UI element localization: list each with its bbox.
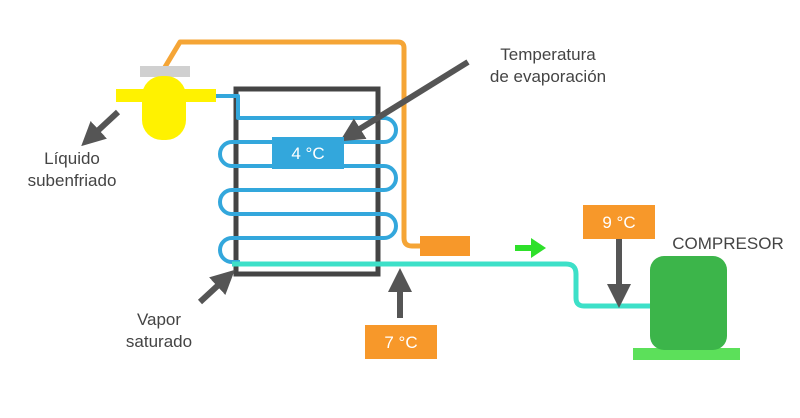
compressor-base	[633, 348, 740, 360]
label-vapor-line2: saturado	[126, 332, 192, 351]
compressor	[633, 256, 740, 360]
pointer-arrow-liquid	[81, 109, 121, 147]
sensor-bulb	[420, 236, 470, 256]
valve-body	[142, 76, 186, 140]
suction-line	[232, 261, 650, 309]
evaporator-readout-box	[272, 137, 344, 169]
suction-readout: 7 °C	[365, 325, 437, 359]
flow-arrow	[515, 238, 546, 258]
suction-readout-text: 7 °C	[384, 333, 417, 352]
suction-readout-box	[365, 325, 437, 359]
evaporator-readout: 4 °C	[272, 137, 344, 169]
label-evap-temp-line2: de evaporación	[490, 67, 606, 86]
compressor-readout-box	[583, 205, 655, 239]
pointer-arrow-evaporation	[339, 59, 470, 142]
expansion-valve	[116, 66, 216, 140]
liquid-line	[159, 39, 424, 249]
evaporator-readout-text: 4 °C	[291, 144, 324, 163]
label-liquid-line1: Líquido	[44, 149, 100, 168]
label-liquid-line2: subenfriado	[28, 171, 117, 190]
compressor-readout: 9 °C	[583, 205, 655, 239]
evaporator-frame	[233, 86, 381, 277]
valve-cap	[140, 66, 190, 77]
compressor-body	[650, 256, 727, 350]
evaporator-coil	[210, 94, 398, 264]
label-evap-temp-line1: Temperatura	[500, 45, 596, 64]
compressor-readout-text: 9 °C	[602, 213, 635, 232]
label-compressor: COMPRESOR	[672, 234, 783, 253]
pointer-arrow-vapor	[197, 269, 235, 305]
label-vapor-line1: Vapor	[137, 310, 181, 329]
